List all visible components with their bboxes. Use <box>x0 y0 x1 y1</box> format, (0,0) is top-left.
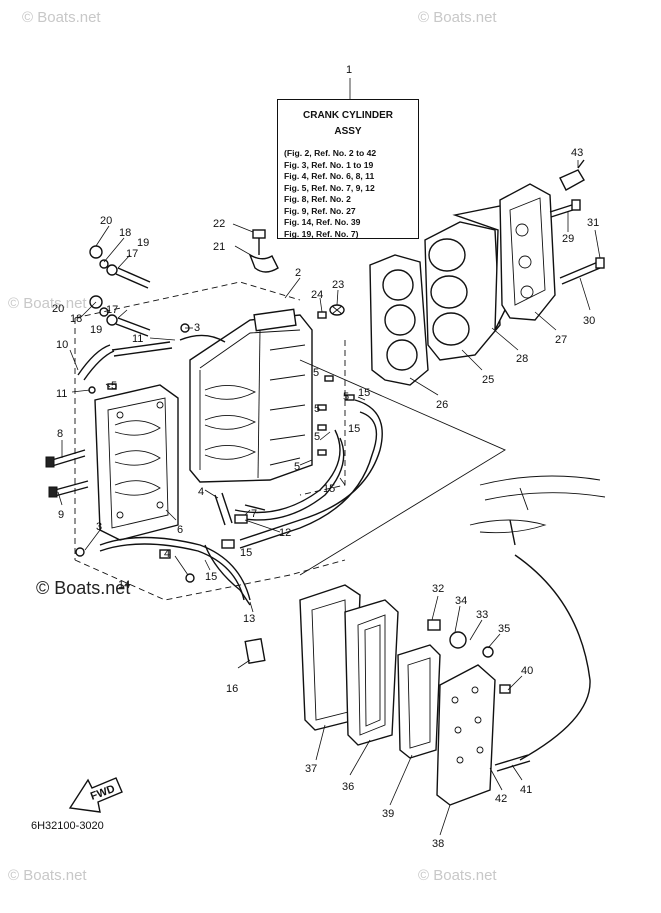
callout-15: 15 <box>348 423 360 435</box>
head-gasket <box>369 254 429 386</box>
callout-19: 19 <box>137 237 149 249</box>
callout-1: 1 <box>346 64 352 76</box>
callout-28: 28 <box>516 353 528 365</box>
dowel-pins <box>107 375 355 456</box>
watermark-center-left: © Boats.net <box>36 578 130 598</box>
sender-and-studs <box>549 159 605 285</box>
callout-5: 5 <box>294 461 300 473</box>
assembly-title-line1: CRANK CYLINDER <box>303 110 393 121</box>
callout-27: 27 <box>555 334 567 346</box>
callout-17: 17 <box>106 304 118 316</box>
assembly-info-box: CRANK CYLINDER ASSY (Fig. 2, Ref. No. 2 … <box>277 99 419 239</box>
callout-8: 8 <box>57 428 63 440</box>
callout-15: 15 <box>358 387 370 399</box>
callout-6: 6 <box>177 524 183 536</box>
callout-37: 37 <box>305 763 317 775</box>
figure-ref: (Fig. 2, Ref. No. 2 to 42 <box>284 148 377 158</box>
callout-5: 5 <box>343 391 349 403</box>
callout-36: 36 <box>342 781 354 793</box>
callout-2: 2 <box>295 267 301 279</box>
callout-24: 24 <box>311 289 323 301</box>
callout-41: 41 <box>520 784 532 796</box>
callout-29: 29 <box>562 233 574 245</box>
callout-22: 22 <box>213 218 225 230</box>
callout-38: 38 <box>432 838 444 850</box>
diagram-code: 6H32100-3020 <box>31 820 104 832</box>
callout-23: 23 <box>332 279 344 291</box>
callout-15: 15 <box>240 547 252 559</box>
cowl-sketch <box>469 475 606 772</box>
callout-26: 26 <box>436 399 448 411</box>
callout-5: 5 <box>313 367 319 379</box>
callout-32: 32 <box>432 583 444 595</box>
callout-20: 20 <box>52 303 64 315</box>
figure-ref: Fig. 9, Ref. No. 27 <box>284 205 356 216</box>
figure-ref: Fig. 19, Ref. No. 7) <box>284 228 359 239</box>
callout-21: 21 <box>213 241 225 253</box>
head-cover <box>499 183 556 321</box>
callout-25: 25 <box>482 374 494 386</box>
callout-3: 3 <box>194 322 200 334</box>
callout-18: 18 <box>119 227 131 239</box>
callout-5: 5 <box>111 380 117 392</box>
callout-5: 5 <box>314 403 320 415</box>
exhaust-parts <box>244 584 511 806</box>
assembly-title: CRANK CYLINDER ASSY <box>278 108 418 140</box>
watermark-top-right: © Boats.net <box>418 9 497 26</box>
left-cover <box>94 384 179 541</box>
watermark-bottom-right: © Boats.net <box>418 867 497 884</box>
callout-7: 7 <box>251 508 257 520</box>
figure-reference-list: (Fig. 2, Ref. No. 2 to 42 Fig. 3, Ref. N… <box>278 148 418 240</box>
callout-42: 42 <box>495 793 507 805</box>
assembly-title-line2: ASSY <box>334 126 362 137</box>
figure-ref: Fig. 4, Ref. No. 6, 8, 11 <box>284 171 375 181</box>
callout-31: 31 <box>587 217 599 229</box>
callout-10: 10 <box>56 339 68 351</box>
callout-39: 39 <box>382 808 394 820</box>
callout-15: 15 <box>323 483 335 495</box>
callout-4: 4 <box>164 548 170 560</box>
leader-lines <box>57 160 601 836</box>
callout-9: 9 <box>58 509 64 521</box>
callout-17: 17 <box>126 248 138 260</box>
callout-43: 43 <box>571 147 583 159</box>
callout-16: 16 <box>226 683 238 695</box>
callout-20: 20 <box>100 215 112 227</box>
callout-40: 40 <box>521 665 533 677</box>
callout-3: 3 <box>96 521 102 533</box>
callout-13: 13 <box>243 613 255 625</box>
top-bracket <box>248 229 279 273</box>
callout-11: 11 <box>132 333 143 345</box>
crankcase-block <box>179 308 313 483</box>
callout-12: 12 <box>279 527 291 539</box>
callout-30: 30 <box>583 315 595 327</box>
callout-5: 5 <box>314 431 320 443</box>
watermark-top-left: © Boats.net <box>22 9 101 26</box>
hoses <box>77 341 383 606</box>
figure-ref: Fig. 14, Ref. No. 39 <box>284 217 361 227</box>
callout-11: 11 <box>56 388 67 400</box>
callout-14: 14 <box>118 579 130 591</box>
callout-15: 15 <box>205 571 217 583</box>
figure-ref: Fig. 5, Ref. No. 7, 9, 12 <box>284 182 375 193</box>
callout-33: 33 <box>476 609 488 621</box>
fwd-arrow: FWD <box>68 777 123 813</box>
figure-ref: Fig. 3, Ref. No. 1 to 19 <box>284 159 374 170</box>
callout-18: 18 <box>70 313 82 325</box>
callout-4: 4 <box>198 486 204 498</box>
cylinder-head <box>424 204 511 361</box>
watermark-bottom-left: © Boats.net <box>8 867 87 884</box>
fittings <box>159 492 266 559</box>
parts-23-24 <box>317 304 345 319</box>
callout-19: 19 <box>90 324 102 336</box>
callout-34: 34 <box>455 595 467 607</box>
callout-35: 35 <box>498 623 510 635</box>
callouts: 1 2 3 3 4 4 5 5 5 5 5 5 6 7 8 9 10 11 11… <box>52 64 599 850</box>
watermark-mid-left: © Boats.net <box>8 295 87 312</box>
figure-ref: Fig. 8, Ref. No. 2 <box>284 194 351 204</box>
